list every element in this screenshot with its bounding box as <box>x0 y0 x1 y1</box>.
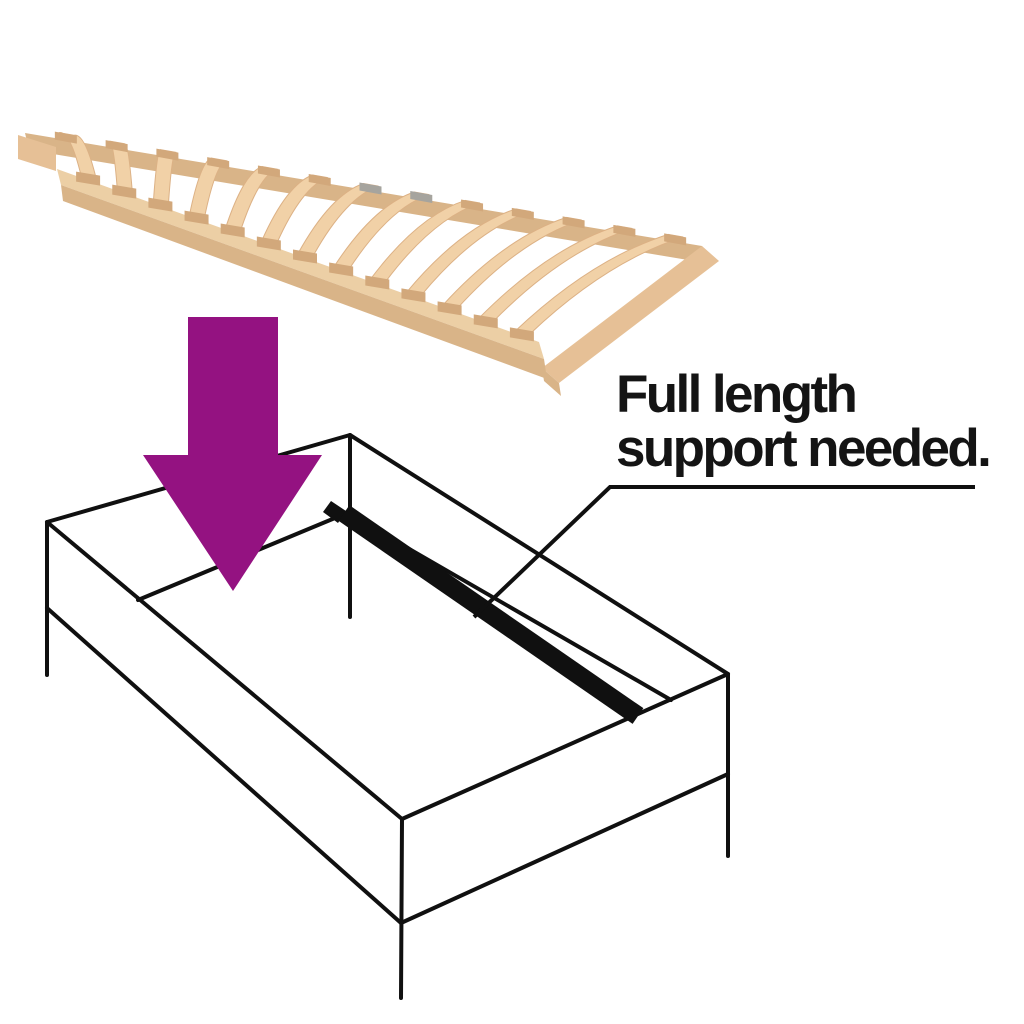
frame-front-leg <box>399 817 404 1000</box>
frame-left-bottom-edge <box>45 606 403 925</box>
annotation-line-1: Full length <box>616 365 858 424</box>
slat-holder-front <box>329 262 354 277</box>
slat-holder-back <box>511 207 534 220</box>
slat-holder-front <box>148 197 173 212</box>
slat-holder-back <box>613 224 636 237</box>
slat-holder-front <box>401 288 426 303</box>
left-end-cap <box>18 135 56 171</box>
slat-holder-back <box>156 148 179 161</box>
front-rail-top <box>57 169 544 359</box>
frame-right-bottom-edge <box>399 772 730 925</box>
support-bar-end-cap <box>323 501 346 523</box>
slat-holder-front <box>184 210 209 225</box>
slat-holder-back <box>105 140 128 153</box>
slat-holder-back <box>257 165 280 178</box>
slat-holder-back <box>54 131 77 144</box>
center-support-bar <box>323 501 644 724</box>
annotation-line-2: support needed. <box>616 419 992 478</box>
callout-line <box>472 485 975 619</box>
slat-holder-front <box>76 171 101 186</box>
down-arrow-icon <box>143 317 322 591</box>
slat-holder-front <box>437 301 462 316</box>
slatted-bed-base <box>18 131 719 396</box>
metal-bracket <box>359 182 382 195</box>
slat-holder-front <box>256 236 281 251</box>
slat-holder-front <box>293 249 317 264</box>
front-rail-side <box>61 185 547 379</box>
annotation-text: Full length support needed. <box>616 365 992 478</box>
slat-holder-back <box>461 199 484 212</box>
metal-bracket <box>410 190 433 203</box>
slat-holder-back <box>207 157 230 170</box>
right-end-rail <box>542 246 719 383</box>
slat-holder-front <box>365 275 390 290</box>
frame-outer-rim <box>45 433 730 821</box>
slat-holder-front <box>509 327 534 342</box>
support-bar <box>338 505 644 724</box>
slat-holder-back <box>562 216 585 229</box>
slat-holder-front <box>220 223 245 238</box>
slat-holder-back <box>308 174 331 187</box>
slat-holder-front <box>473 314 498 329</box>
slat-holder-back <box>664 233 687 246</box>
right-foot <box>542 368 561 396</box>
slat-holder-front <box>112 184 137 199</box>
